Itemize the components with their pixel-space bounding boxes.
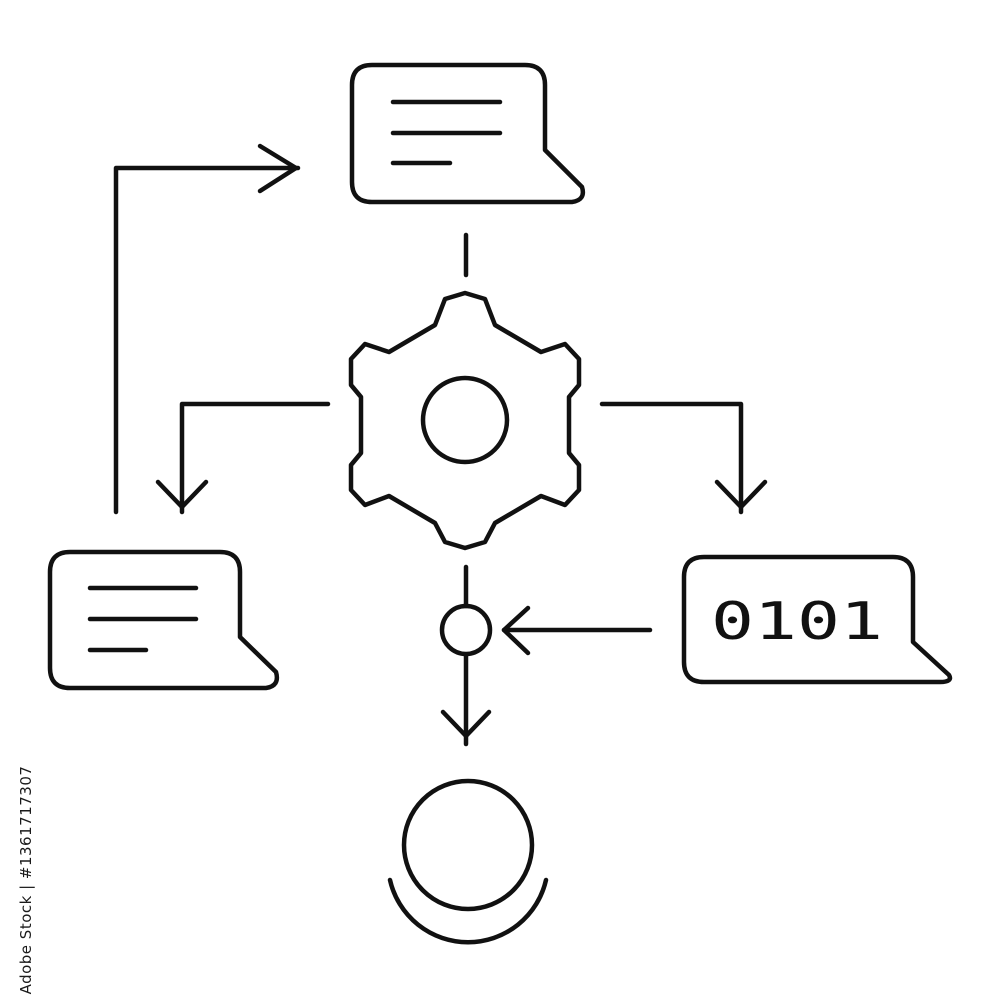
binary-code-bubble-icon [681,554,953,685]
stock-watermark: Adobe Stock | #1361717307 [4,760,44,1000]
binary-code-label: 0101 [711,592,883,652]
user-icon [387,778,549,945]
junction-node-icon [439,603,493,657]
arrow-left-bubble-to-top-bubble [113,143,301,515]
arrow-binary-to-junction [501,605,653,656]
arrow-junction-to-user [440,652,492,747]
top-message-bubble-icon [349,62,586,205]
watermark-text: Adobe Stock | #1361717307 [17,765,35,995]
left-message-bubble-icon [47,549,280,691]
arrow-gear-to-left-bubble [155,401,331,515]
arrow-gear-to-right-bubble [599,401,768,515]
gear-icon [348,290,582,551]
